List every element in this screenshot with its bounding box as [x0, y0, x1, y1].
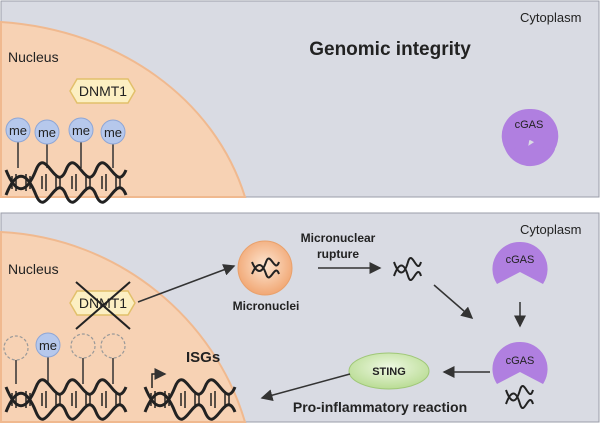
bottom-nucleus	[0, 230, 247, 423]
top-nucleus-label: Nucleus	[8, 49, 59, 65]
rupture-label-line2: rupture	[317, 247, 359, 261]
top-dnmt1-shape	[69, 78, 136, 104]
micronuclei-dna	[251, 257, 280, 279]
bottom-nucleus-label: Nucleus	[8, 261, 59, 277]
bottom-dna-helix	[4, 378, 128, 421]
arrow-to-isgs	[260, 373, 351, 402]
top-dnmt1: DNMT1	[69, 78, 136, 104]
arrow-to-micronuclei	[137, 264, 236, 303]
top-cytoplasm-label: Cytoplasm	[520, 10, 581, 25]
top-dna-helix	[4, 161, 128, 204]
micronuclei: Micronuclei	[233, 240, 300, 313]
transcription-start-arrow	[151, 368, 167, 388]
top-cgas-label: cGAS	[515, 119, 544, 131]
top-methyl-1-label: me	[9, 123, 27, 138]
cgas-bound-dna	[505, 385, 534, 409]
top-methyl-2-label: me	[38, 125, 56, 140]
sting: STING	[348, 352, 430, 390]
bottom-cgas-complex: cGAS	[492, 341, 548, 409]
top-methyl-2: me	[34, 119, 60, 145]
bottom-methyl: me	[35, 332, 61, 358]
top-title: Genomic integrity	[309, 39, 471, 60]
top-methyl-4-label: me	[104, 125, 122, 140]
micronuclei-label: Micronuclei	[233, 299, 300, 313]
bottom-panel: Nucleus Cytoplasm DNMT1 me	[0, 212, 600, 423]
bottom-cgas-top-label: cGAS	[506, 254, 535, 266]
bottom-dnmt1-label: DNMT1	[79, 295, 127, 311]
isgs-label: ISGs	[186, 349, 220, 366]
arrow-to-cgas-complex	[433, 284, 474, 319]
reaction-label: Pro-inflammatory reaction	[293, 399, 467, 415]
lost-methyl-1	[3, 335, 29, 361]
isgs-gene: ISGs	[143, 349, 237, 421]
top-methyl-3-label: me	[72, 123, 90, 138]
top-panel: Nucleus Cytoplasm Genomic integrity DNMT…	[0, 0, 600, 204]
bottom-cgas-top: cGAS	[492, 241, 548, 284]
cross-line-2	[75, 281, 131, 330]
top-methyl-1: me	[5, 117, 31, 143]
top-cgas: cGAS	[501, 108, 559, 167]
top-methyl-3: me	[68, 117, 94, 143]
bottom-dnmt1-crossed: DNMT1	[69, 281, 136, 330]
bottom-methyl-groups: me	[3, 332, 126, 384]
top-nucleus	[0, 20, 247, 198]
lost-methyl-2	[70, 333, 96, 359]
lost-methyl-3	[100, 333, 126, 359]
bottom-cytoplasm-label: Cytoplasm	[520, 222, 581, 237]
bottom-dnmt1-shape	[69, 290, 136, 316]
top-methyl-4: me	[100, 119, 126, 145]
sting-label: STING	[372, 366, 406, 378]
bottom-cgas-bottom-label: cGAS	[506, 355, 535, 367]
top-dnmt1-label: DNMT1	[79, 83, 127, 99]
bottom-methyl-label: me	[39, 338, 57, 353]
rupture-label-line1: Micronuclear	[301, 231, 376, 245]
cytosolic-dna	[393, 257, 422, 281]
